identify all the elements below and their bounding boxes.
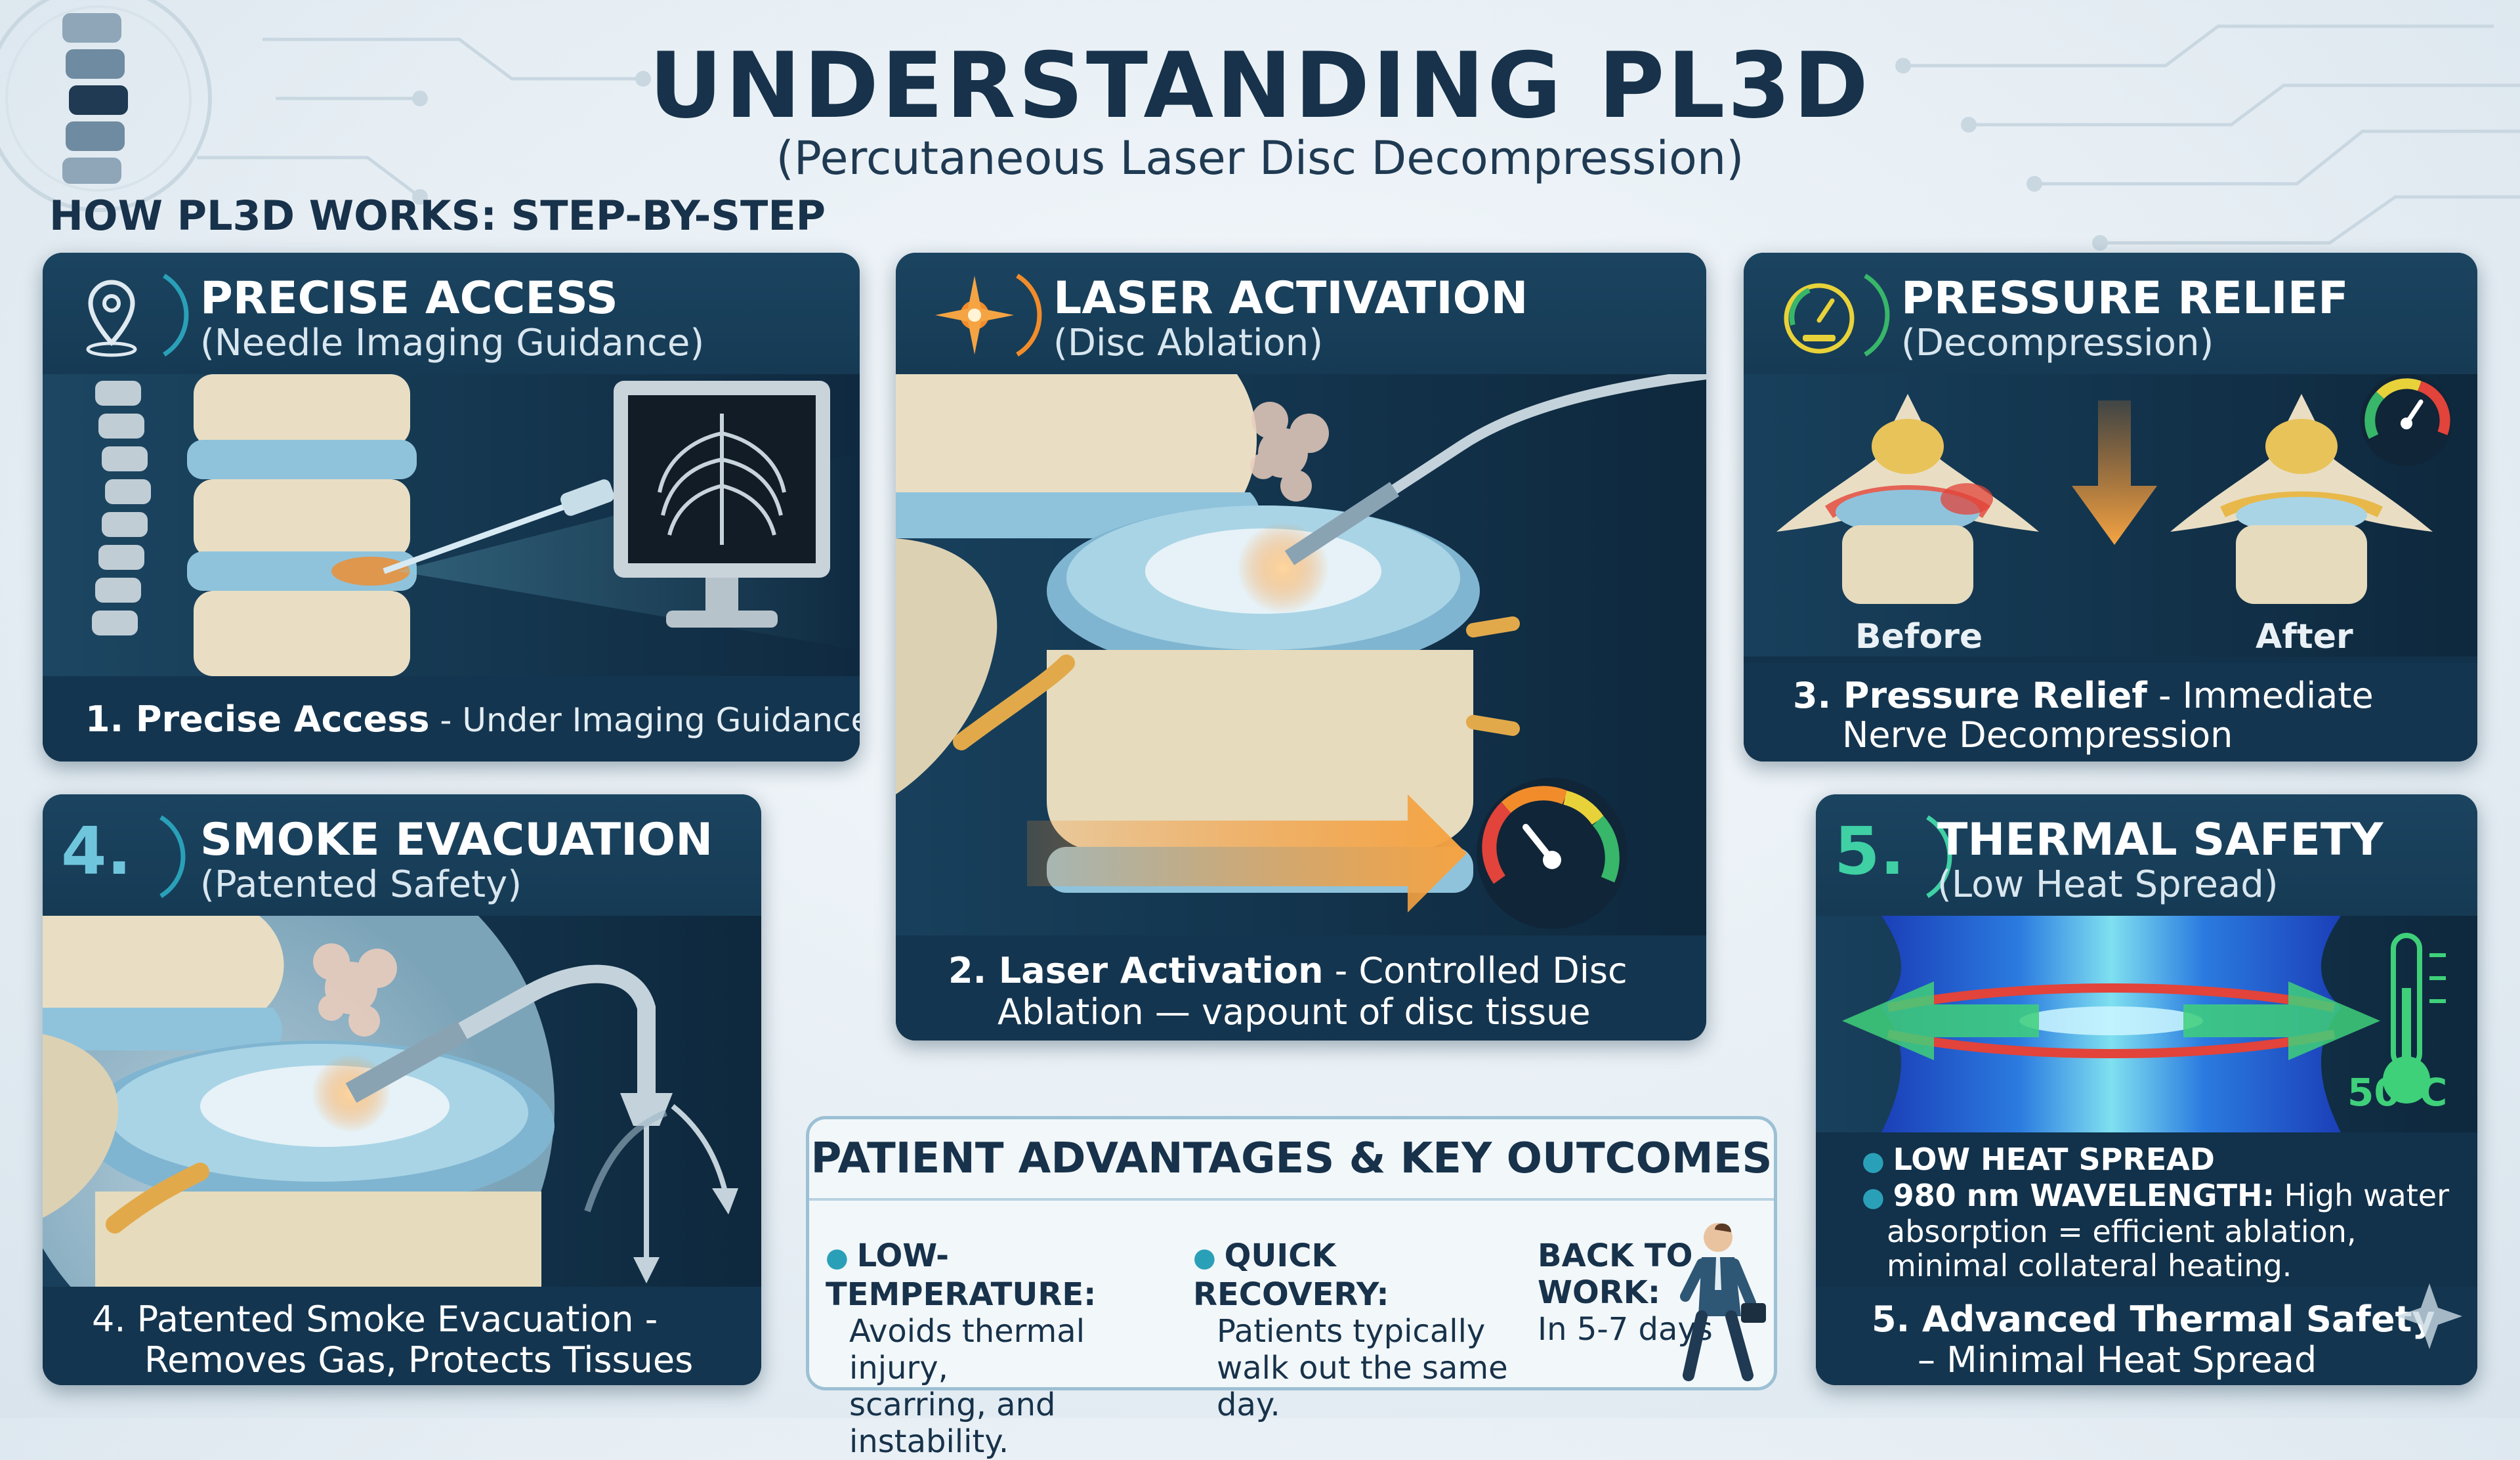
temperature-readout: 50°C [2347, 1070, 2448, 1115]
card-title: PRESSURE RELIEF [1901, 272, 2349, 324]
card-caption: 5. Advanced Thermal Safety – Minimal Hea… [1816, 1287, 2477, 1385]
step-badge: 4. [61, 813, 132, 890]
bullet-wavelength-heading: 980 nm WAVELENGTH: [1893, 1178, 2275, 1213]
page-subtitle: (Percutaneous Laser Disc Decompression) [776, 131, 1744, 185]
card-caption: 3. Pressure Relief - Immediate Nerve Dec… [1744, 663, 2477, 762]
card-precise-access: PRECISE ACCESS (Needle Imaging Guidance) [43, 253, 860, 762]
page-title: UNDERSTANDING PL3D [648, 33, 1872, 139]
advantage-back-to-work: BACK TO WORK: In 5-7 days [1538, 1237, 1734, 1348]
advantage-line: day. [1217, 1386, 1280, 1423]
advantage-line: Avoids thermal injury, [849, 1313, 1085, 1386]
card-title: THERMAL SAFETY [1937, 814, 2384, 866]
bullet-wavelength-line2: absorption = efficient ablation, [1887, 1214, 2357, 1249]
before-vertebra [1776, 394, 2039, 604]
step-badge: 5. [1834, 813, 1905, 890]
advantage-quick-recovery: ● QUICK RECOVERY: Patients typically wal… [1193, 1237, 1521, 1423]
caption-description: - Immediate [2147, 675, 2374, 716]
card-subtitle: (Low Heat Spread) [1937, 863, 2278, 906]
before-label: Before [1855, 617, 1983, 656]
card-subtitle: (Patented Safety) [200, 863, 522, 906]
badge-arc-decoration [159, 815, 186, 898]
caption-step-label: 3. Pressure Relief [1793, 675, 2147, 716]
card-thermal-safety: 5. THERMAL SAFETY (Low Heat Spread) 50°C… [1816, 794, 2477, 1385]
advantage-heading: QUICK RECOVERY: [1193, 1237, 1389, 1313]
disc-ablation-illustration [896, 374, 1706, 945]
card-subtitle: (Needle Imaging Guidance) [200, 322, 705, 364]
caption-step-label: 4. Patented Smoke Evacuation - [92, 1299, 658, 1340]
section-heading: HOW PL3D WORKS: STEP-BY-STEP [49, 192, 826, 240]
advantage-line: scarring, and instability. [849, 1386, 1056, 1460]
thermometer-icon [2383, 933, 2446, 1104]
card-header [1816, 794, 2477, 916]
caption-step-label: 2. Laser Activation [948, 950, 1324, 991]
patient-advantages-panel: PATIENT ADVANTAGES & KEY OUTCOMES ● LOW-… [806, 1116, 1777, 1460]
card-caption: 4. Patented Smoke Evacuation - Removes G… [43, 1287, 761, 1385]
caption-step-label: 1. Precise Access [85, 698, 430, 740]
caption-description-line2: Removes Gas, Protects Tissues [144, 1339, 694, 1381]
card-caption: 2. Laser Activation - Controlled Disc Ab… [896, 935, 1706, 1041]
bullet-low-heat-spread: LOW HEAT SPREAD [1893, 1142, 2215, 1177]
card-title: LASER ACTIVATION [1053, 272, 1528, 324]
after-label: After [2256, 617, 2353, 656]
pressure-gauge-icon [1784, 274, 1890, 356]
card-laser-activation: LASER ACTIVATION (Disc Ablation) [896, 253, 1706, 1041]
location-pin-icon [86, 274, 189, 357]
spine-logo-icon [0, 0, 212, 212]
card-subtitle: (Decompression) [1901, 322, 2214, 364]
card-smoke-evacuation: 4. SMOKE EVACUATION (Patented Safety) [43, 794, 761, 1385]
caption-step-label: 5. Advanced Thermal Safety [1872, 1299, 2435, 1340]
advantages-title: PATIENT ADVANTAGES & KEY OUTCOMES [809, 1119, 1774, 1201]
caption-description: - Under Imaging Guidance [429, 701, 860, 739]
walking-businessman-icon [1680, 1223, 1766, 1381]
thermal-bullet-list: ● LOW HEAT SPREAD ● 980 nm WAVELENGTH: H… [1862, 1142, 2466, 1283]
heat-spread-map-illustration [1816, 916, 2477, 1132]
sparkle-icon [2397, 1283, 2462, 1349]
caption-description-line2: Ablation — vapount of disc tissue [998, 991, 1591, 1033]
advantage-low-temperature: ● LOW-TEMPERATURE: Avoids thermal injury… [826, 1237, 1193, 1460]
advantage-heading: BACK TO [1538, 1237, 1693, 1274]
laser-star-icon [935, 274, 1042, 356]
badge-arc-decoration [1926, 815, 1952, 898]
caption-description-line2: Nerve Decompression [1842, 714, 2233, 756]
bullet-wavelength-text: High water [2274, 1178, 2450, 1213]
card-caption: 1. Precise Access - Under Imaging Guidan… [43, 676, 860, 762]
caption-description: - Controlled Disc [1323, 950, 1628, 991]
smoke-evacuation-illustration [43, 916, 761, 1287]
before-after-decompression-illustration [1744, 374, 2477, 656]
advantage-line: In 5-7 days [1538, 1311, 1713, 1348]
advantage-heading: LOW-TEMPERATURE: [826, 1237, 1097, 1313]
bullet-wavelength-line3: minimal collateral heating. [1887, 1248, 2292, 1283]
caption-description-line2: – Minimal Heat Spread [1918, 1339, 2317, 1381]
card-subtitle: (Disc Ablation) [1053, 322, 1324, 364]
card-title: SMOKE EVACUATION [200, 814, 713, 866]
card-header [43, 253, 860, 374]
after-vertebra [2170, 394, 2433, 604]
advantage-heading-line2: WORK: [1538, 1274, 1661, 1311]
card-header [896, 253, 1706, 374]
advantage-line: walk out the same [1217, 1350, 1508, 1386]
card-pressure-relief: PRESSURE RELIEF (Decompression) [1744, 253, 2477, 762]
background-circuit-decoration [0, 0, 2520, 251]
card-title: PRECISE ACCESS [200, 272, 618, 324]
imaging-guidance-illustration [43, 374, 860, 676]
advantage-line: Patients typically [1217, 1313, 1486, 1350]
